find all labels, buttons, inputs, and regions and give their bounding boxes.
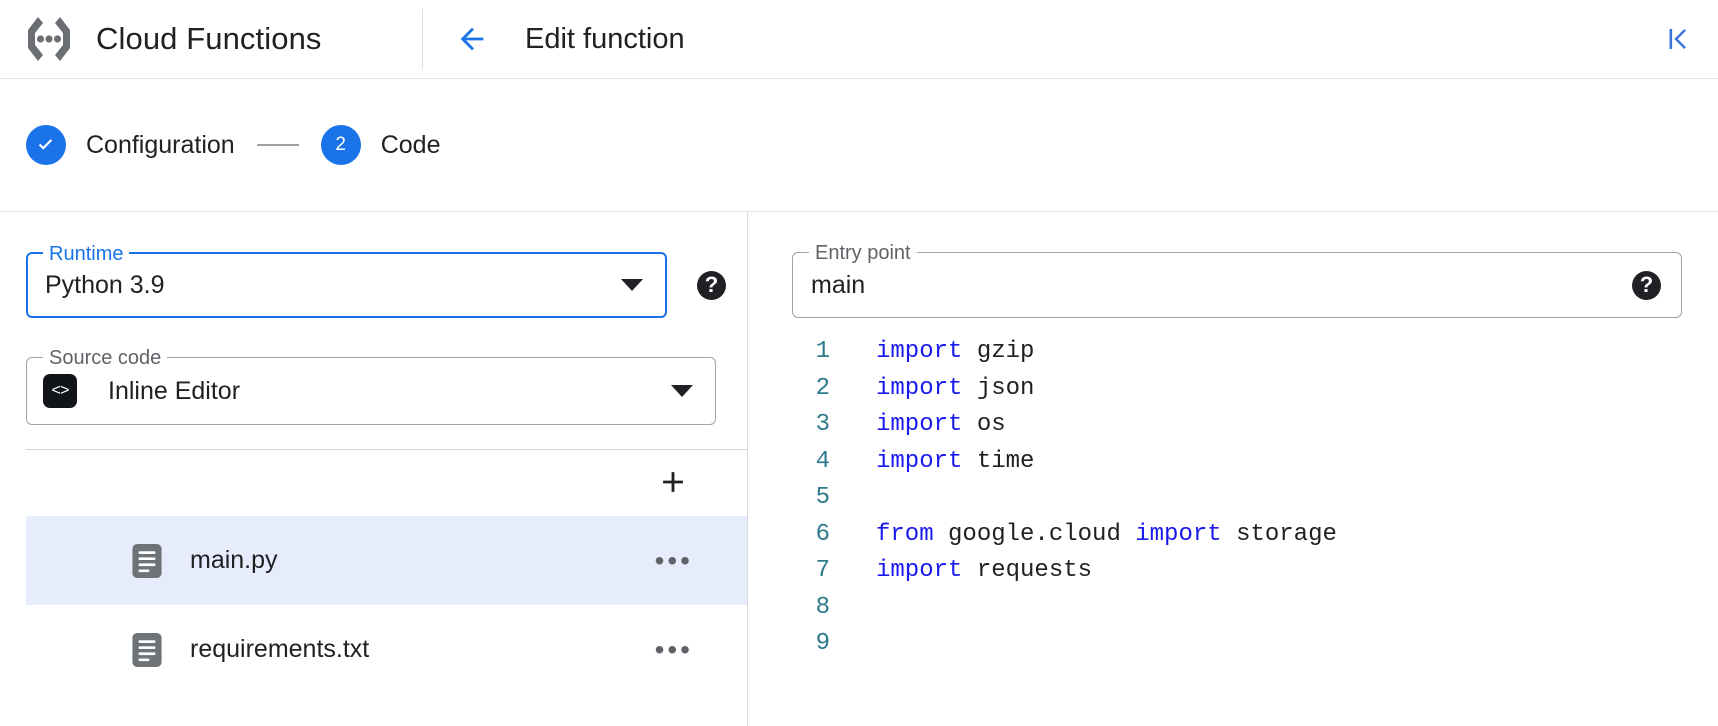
code-line-text: import json [876,371,1034,408]
line-number: 9 [815,630,830,657]
code-keyword: import [876,374,963,402]
source-code-select[interactable]: Source code <> Inline Editor [26,347,716,425]
file-list: main.py ••• requirements.txt ••• [26,516,747,694]
runtime-label: Runtime [43,243,130,265]
right-pane: Entry point main ? 1 import gzip 2 import j… [748,212,1718,726]
code-line: 7 import requests [778,553,1718,590]
stepper-connector [256,144,299,146]
cloud-functions-icon [28,17,70,61]
line-number: 3 [815,411,830,438]
file-name: main.py [190,546,278,574]
line-number: 8 [815,593,830,621]
step-configuration-label: Configuration [86,130,235,159]
file-row-main-py[interactable]: main.py ••• [26,516,747,605]
source-code-label: Source code [43,347,168,369]
code-line: 4 import time [778,444,1718,481]
code-line: 6 from google.cloud import storage [778,517,1718,554]
product-title: Cloud Functions [96,21,322,56]
entry-point-input[interactable]: Entry point main ? [792,242,1682,318]
entry-point-help-icon[interactable]: ? [1632,270,1661,300]
code-token: requests [962,557,1093,584]
code-editor[interactable]: 1 import gzip 2 import json 3 import os 4 impor… [778,334,1718,726]
content-area: Runtime Python 3.9 ? Source code <> Inli… [0,212,1718,726]
collapse-panel-button[interactable] [1656,17,1700,61]
code-line: 2 import json [778,371,1718,408]
left-pane: Runtime Python 3.9 ? Source code <> Inli… [0,212,748,726]
first-page-icon [1669,29,1686,49]
runtime-select[interactable]: Runtime Python 3.9 [26,243,668,318]
code-token: gzip [962,338,1035,365]
code-line: 9 [778,626,1718,663]
code-line: 5 [778,480,1718,517]
header-divider [422,9,423,69]
code-keyword: import [876,557,963,584]
code-keyword: from [876,520,934,548]
file-name: requirements.txt [190,635,370,663]
code-line: 3 import os [778,407,1718,444]
code-line-text: import time [876,444,1034,481]
file-row-requirements-txt[interactable]: requirements.txt ••• [26,605,747,694]
code-line-text: import gzip [876,334,1034,371]
code-line: 1 import gzip [778,334,1718,371]
file-overflow-menu-button[interactable]: ••• [654,633,693,665]
source-code-value: Inline Editor [108,376,241,405]
plus-icon [663,472,683,492]
code-token: google.cloud [933,520,1136,548]
line-number: 4 [815,447,830,475]
code-line-text: from google.cloud import storage [876,517,1337,554]
code-keyword: import [1135,520,1222,548]
page-title: Edit function [525,22,685,55]
entry-point-label: Entry point [809,242,917,264]
chevron-down-icon [621,279,644,291]
code-keyword: import [876,447,963,475]
line-number: 6 [815,520,830,548]
code-keyword: import [876,338,963,365]
step-configuration-marker [26,125,66,165]
code-line-text: import os [876,407,1006,444]
code-line-text: import requests [876,553,1092,590]
file-icon [132,543,162,578]
file-list-divider [26,449,747,450]
check-icon [38,139,53,150]
code-token: os [962,411,1006,438]
line-number: 5 [815,484,830,511]
step-code[interactable]: 2 Code [320,125,441,165]
product-brand[interactable]: Cloud Functions [0,14,398,64]
wizard-stepper: Configuration 2 Code [0,79,1718,212]
file-overflow-menu-button[interactable]: ••• [654,544,693,576]
runtime-help-icon[interactable]: ? [697,270,726,300]
arrow-left-icon [460,27,484,51]
inline-editor-icon: <> [43,374,77,408]
code-token: storage [1221,520,1337,548]
back-button[interactable] [449,16,495,62]
code-token: time [962,447,1035,475]
step-code-marker: 2 [320,125,361,165]
line-number: 2 [815,374,830,402]
step-code-label: Code [380,130,441,159]
file-icon [132,632,162,667]
line-number: 7 [815,557,830,584]
top-app-bar: Cloud Functions Edit function [0,0,1718,79]
step-configuration[interactable]: Configuration [26,125,235,165]
runtime-row: Runtime Python 3.9 ? [26,243,726,318]
entry-point-row: Entry point main ? [792,242,1682,318]
code-token: json [962,374,1035,402]
code-line: 8 [778,590,1718,627]
line-number: 1 [815,338,830,365]
add-file-button[interactable] [651,460,695,504]
chevron-down-icon [671,385,693,397]
runtime-value: Python 3.9 [45,270,165,299]
code-keyword: import [876,411,963,438]
entry-point-value: main [811,270,866,299]
